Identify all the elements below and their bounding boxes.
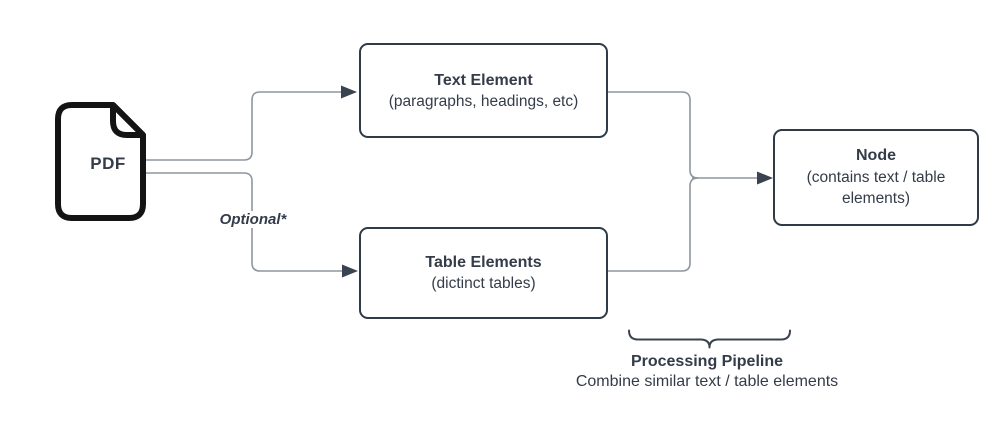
- edge-table-to-merge: [608, 177, 699, 272]
- pdf-document-shape: [55, 102, 146, 221]
- node-text-element-subtitle: (paragraphs, headings, etc): [388, 92, 579, 110]
- pipeline-caption: Processing Pipeline Combine similar text…: [576, 352, 838, 392]
- edge-text-to-merge: [608, 91, 699, 179]
- edge-pdf-to-text: [146, 91, 342, 161]
- pipeline-caption-subtitle: Combine similar text / table elements: [575, 373, 839, 390]
- curly-brace-icon: [628, 329, 791, 349]
- node-text-element-title: Text Element: [434, 71, 533, 89]
- node-output-subtitle: (contains text / table elements): [806, 168, 946, 208]
- node-text-element: Text Element (paragraphs, headings, etc): [359, 43, 608, 138]
- optional-label: Optional*: [215, 211, 291, 228]
- arrowhead-text-element: [341, 85, 357, 99]
- node-table-elements: Table Elements (dictinct tables): [359, 227, 608, 319]
- pdf-file-icon: PDF: [54, 101, 147, 222]
- pdf-label: PDF: [90, 154, 126, 173]
- node-output: Node (contains text / table elements): [773, 129, 979, 226]
- arrowhead-table-elements: [342, 264, 358, 278]
- node-table-elements-title: Table Elements: [425, 254, 542, 271]
- node-output-title: Node: [856, 147, 896, 165]
- arrowhead-node: [757, 171, 773, 185]
- node-table-elements-subtitle: (dictinct tables): [431, 275, 536, 292]
- pipeline-caption-title: Processing Pipeline: [630, 353, 784, 370]
